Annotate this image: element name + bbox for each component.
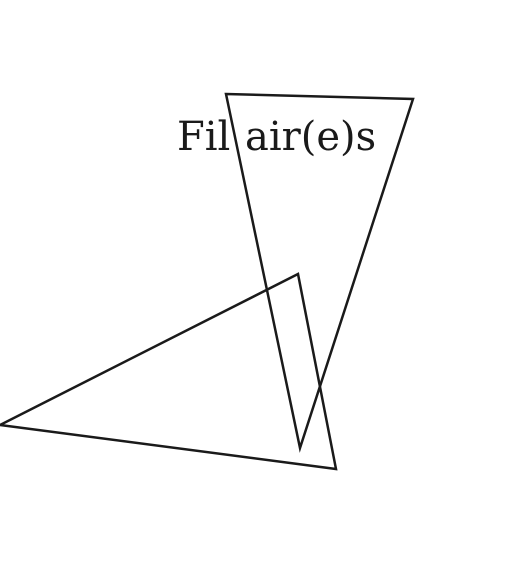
title-part-right: air(e)s [245,114,377,160]
title-part-left: Fil [177,114,231,160]
upper-triangle [224,92,415,453]
lower-triangle [0,272,338,471]
